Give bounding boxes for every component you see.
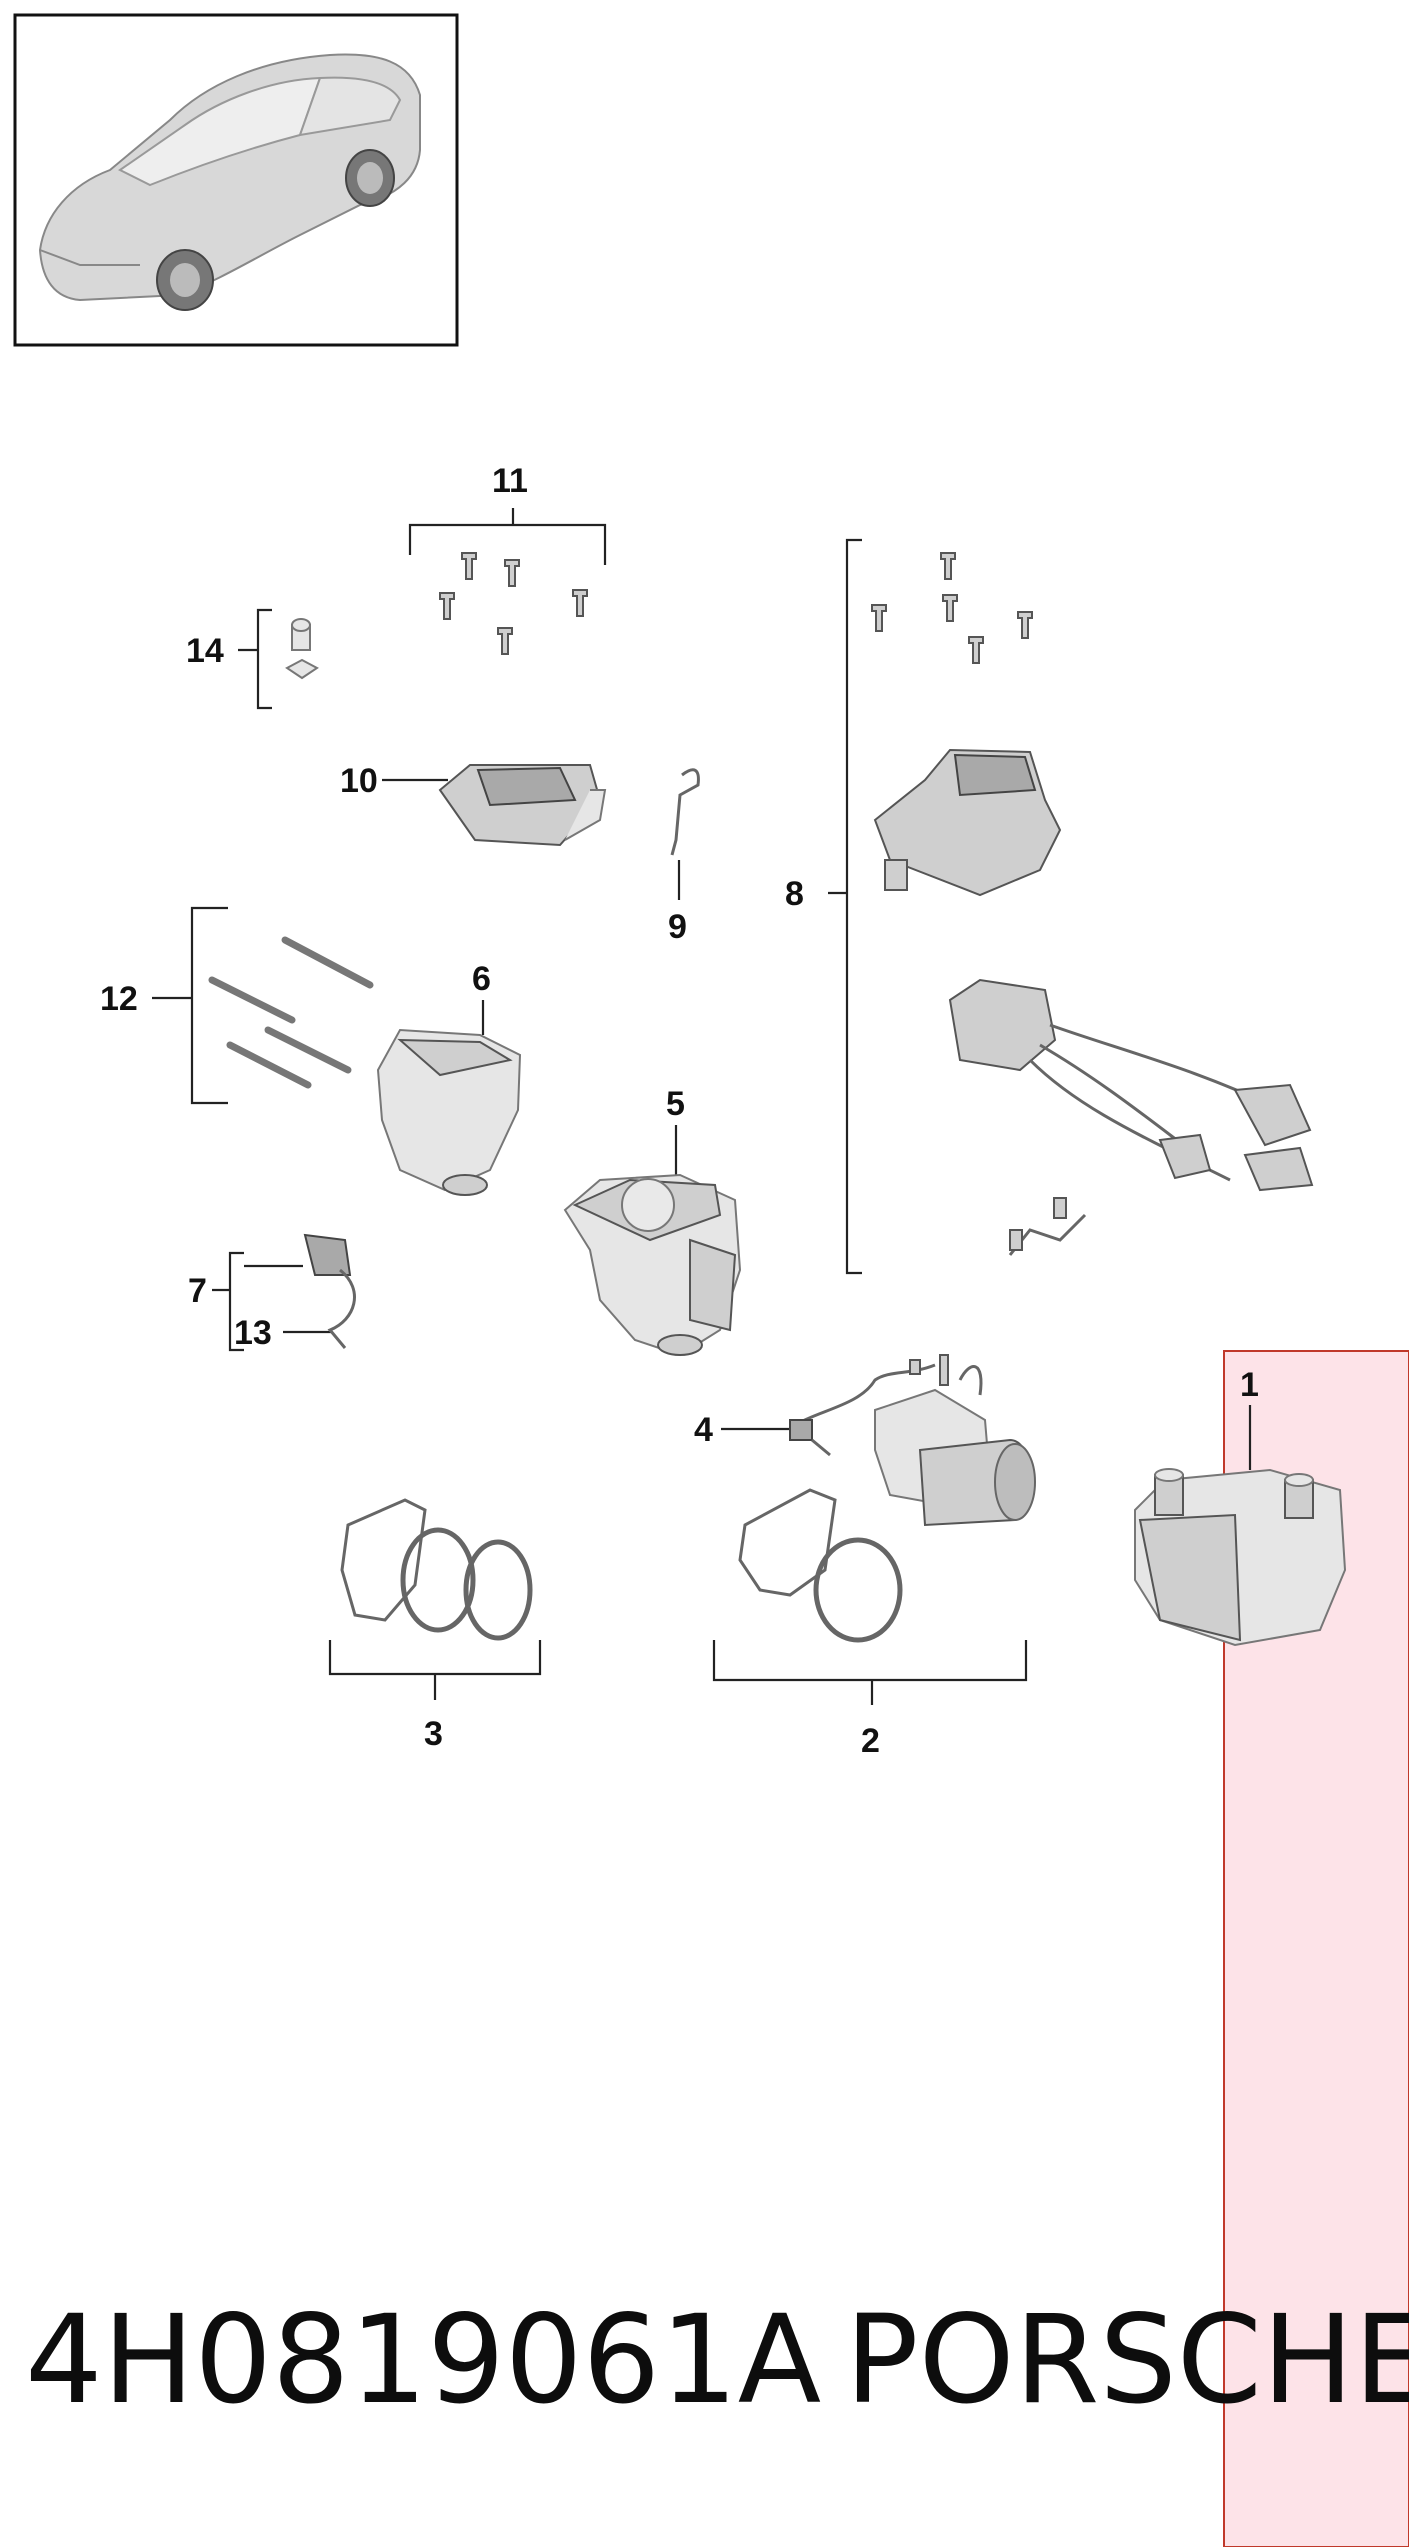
callout-2: 2 xyxy=(861,1722,880,1760)
group-14 xyxy=(238,608,319,710)
callout-7: 7 xyxy=(188,1272,207,1310)
callout-14: 14 xyxy=(186,632,224,670)
car-thumbnail-icon xyxy=(38,53,421,311)
brand-caption: PORSCHE xyxy=(845,2289,1409,2431)
callout-9: 9 xyxy=(668,908,687,946)
group-2 xyxy=(712,1354,1036,1705)
callout-1: 1 xyxy=(1240,1366,1259,1404)
group-11 xyxy=(408,508,607,655)
callout-11: 11 xyxy=(492,462,528,500)
group-4 xyxy=(721,1363,936,1457)
callout-3: 3 xyxy=(424,1715,443,1753)
vehicle-thumbnail xyxy=(13,13,459,347)
group-1 xyxy=(1134,1405,1347,1647)
callout-13: 13 xyxy=(234,1314,272,1352)
callout-8: 8 xyxy=(785,875,804,913)
group-5 xyxy=(563,1125,742,1357)
group-7-13 xyxy=(212,1233,356,1352)
group-9 xyxy=(670,768,700,900)
callout-12: 12 xyxy=(100,980,138,1018)
callout-5: 5 xyxy=(666,1085,685,1123)
group-8 xyxy=(828,538,1314,1275)
callout-6: 6 xyxy=(472,960,491,998)
group-6 xyxy=(376,1000,522,1196)
callout-4: 4 xyxy=(694,1411,713,1449)
group-12 xyxy=(152,906,374,1105)
group-3 xyxy=(328,1498,542,1700)
part-number-caption: 4H0819061A xyxy=(25,2289,821,2431)
group-10 xyxy=(382,764,607,847)
callout-10: 10 xyxy=(340,762,378,800)
